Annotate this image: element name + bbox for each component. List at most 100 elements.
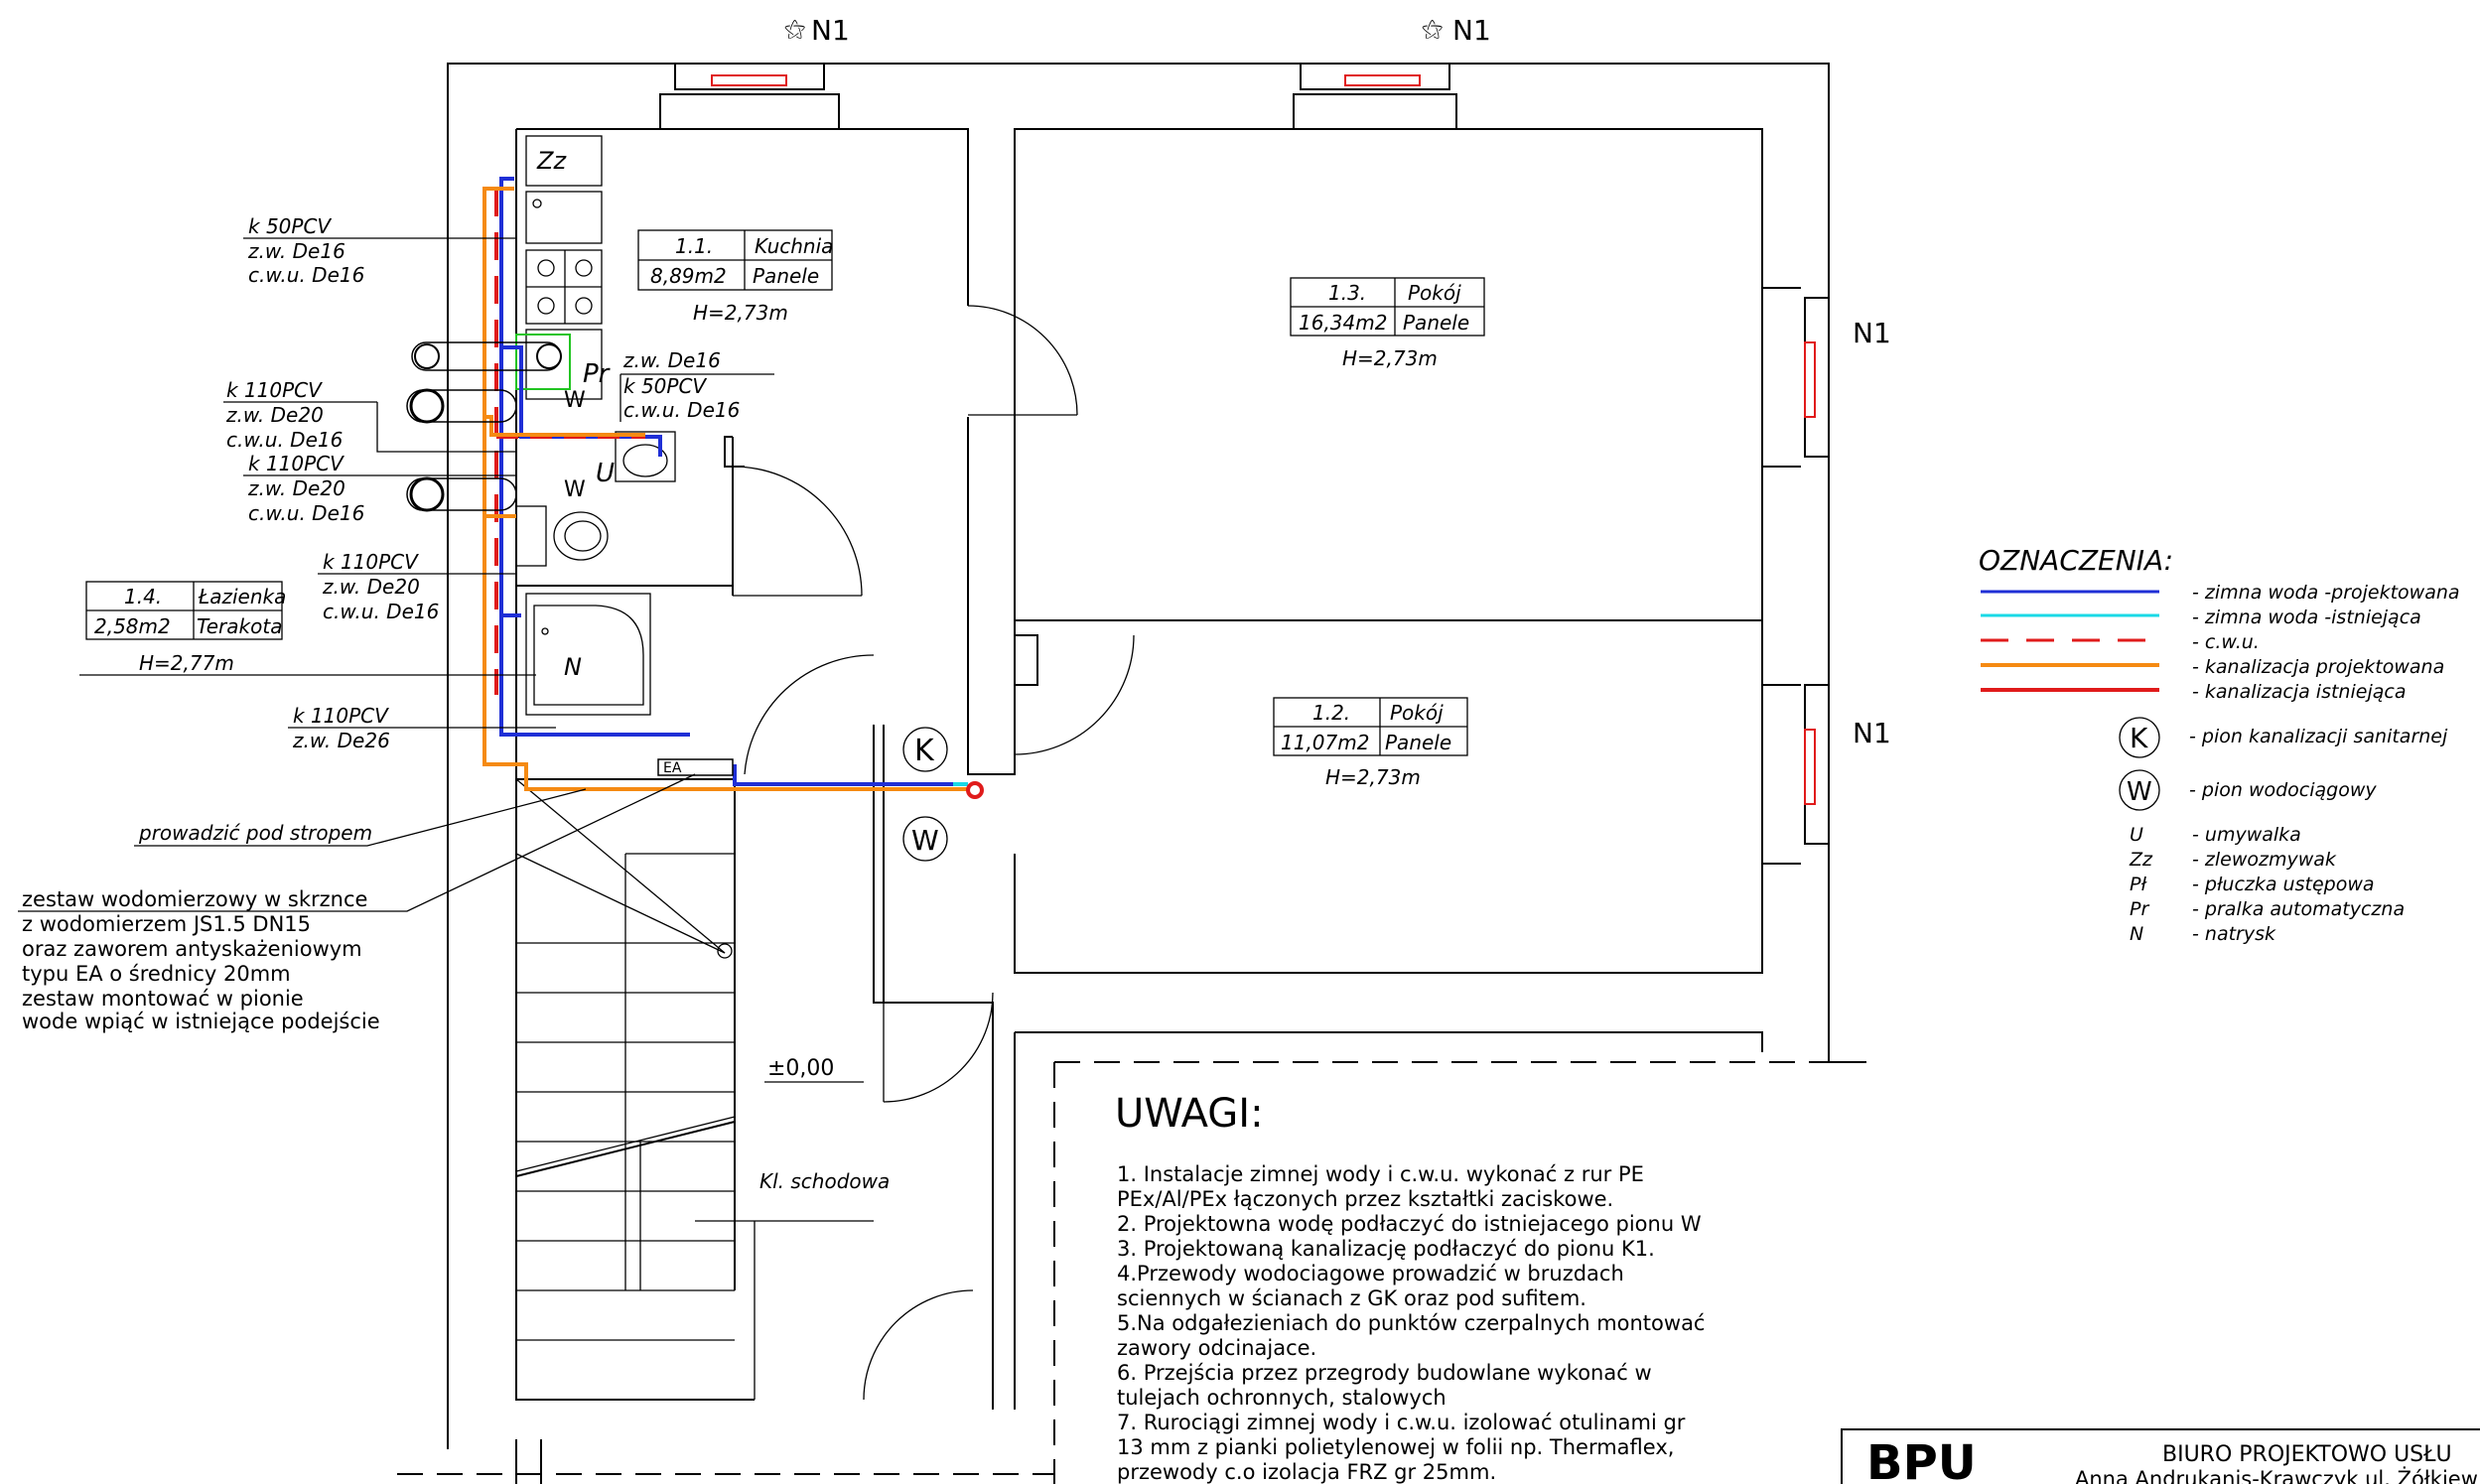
svg-text:- zimna woda -istniejąca: - zimna woda -istniejąca bbox=[2192, 607, 2421, 628]
svg-text:1.4.: 1.4. bbox=[124, 585, 162, 608]
riser-k-symbol bbox=[902, 727, 948, 772]
svg-text:k 110PCV: k 110PCV bbox=[293, 704, 389, 728]
window-label: N1 bbox=[811, 14, 850, 47]
bpu-logo: BPU bbox=[1866, 1435, 1977, 1484]
level-mark: ±0,00 bbox=[767, 1056, 834, 1081]
svg-text:OZNACZENIA:: OZNACZENIA: bbox=[1979, 544, 2173, 577]
svg-text:z wodomierzem JS1.5 DN15: z wodomierzem JS1.5 DN15 bbox=[22, 912, 311, 936]
svg-text:2,58m2: 2,58m2 bbox=[94, 614, 171, 638]
svg-text:11,07m2: 11,07m2 bbox=[1281, 731, 1369, 754]
svg-text:7. Rurociągi zimnej wody i c.w: 7. Rurociągi zimnej wody i c.w.u. izolow… bbox=[1117, 1411, 1686, 1434]
room-label-kitchen: 1.1. Kuchnia 8,89m2 Panele H=2,73m bbox=[637, 229, 833, 325]
svg-text:- natrysk: - natrysk bbox=[2192, 923, 2276, 945]
svg-text:k 110PCV: k 110PCV bbox=[323, 550, 419, 574]
svg-text:z.w. De26: z.w. De26 bbox=[292, 729, 390, 752]
svg-text:k 50PCV: k 50PCV bbox=[248, 214, 332, 238]
svg-text:N: N bbox=[2130, 923, 2143, 945]
svg-text:typu EA o średnicy 20mm: typu EA o średnicy 20mm bbox=[22, 962, 291, 986]
svg-text:z.w. De16: z.w. De16 bbox=[622, 348, 721, 372]
svg-text:- kanalizacja projektowana: - kanalizacja projektowana bbox=[2192, 656, 2444, 678]
pipe-cold-water bbox=[733, 764, 953, 786]
legend: OZNACZENIA: - zimna woda -projektowana -… bbox=[1979, 544, 2460, 945]
svg-text:3. Projektowaną kanalizację po: 3. Projektowaną kanalizację podłaczyć do… bbox=[1117, 1237, 1655, 1261]
svg-text:5.Na odgałezieniach do punktów: 5.Na odgałezieniach do punktów czerpalny… bbox=[1117, 1311, 1705, 1335]
svg-text:z.w. De20: z.w. De20 bbox=[247, 476, 345, 500]
pipe-sewer bbox=[482, 187, 968, 791]
window-label: N1 bbox=[1452, 14, 1491, 47]
pipe-annotation: k 50PCV z.w. De16 c.w.u. De16 bbox=[243, 214, 516, 287]
svg-text:Pr: Pr bbox=[2130, 898, 2149, 920]
vent-icon: ⚝ bbox=[1422, 17, 1443, 42]
pipes bbox=[406, 177, 984, 799]
svg-text:k 110PCV: k 110PCV bbox=[226, 378, 323, 402]
room-label-bathroom: 1.4. Łazienka 2,58m2 Terakota H=2,77m bbox=[79, 581, 536, 676]
svg-text:Panele: Panele bbox=[753, 264, 819, 288]
svg-text:PEx/Al/PEx łączonych przez ksz: PEx/Al/PEx łączonych przez kształtki zac… bbox=[1117, 1187, 1613, 1211]
svg-text:Anna Andrukanis-Krawczyk ul.: Anna Andrukanis-Krawczyk ul. Żółkiew bbox=[2075, 1466, 2478, 1484]
riser-k1-marker bbox=[966, 781, 984, 799]
svg-text:Pokój: Pokój bbox=[1390, 701, 1444, 725]
svg-text:Pokój: Pokój bbox=[1408, 281, 1461, 305]
kitchen-fixtures bbox=[515, 135, 676, 716]
svg-text:13 mm z pianki polietylenowej: 13 mm z pianki polietylenowej w folii np… bbox=[1117, 1435, 1674, 1459]
svg-text:c.w.u. De16: c.w.u. De16 bbox=[623, 398, 740, 422]
vent-icon: ⚝ bbox=[784, 17, 805, 42]
svg-text:H=2,73m: H=2,73m bbox=[693, 301, 788, 325]
window-label: N1 bbox=[1853, 717, 1891, 749]
svg-text:z.w. De20: z.w. De20 bbox=[322, 575, 420, 599]
svg-text:c.w.u. De16: c.w.u. De16 bbox=[248, 263, 364, 287]
svg-text:K: K bbox=[2130, 722, 2148, 754]
valve-label: W bbox=[564, 388, 586, 413]
svg-text:H=2,73m: H=2,73m bbox=[1342, 346, 1438, 370]
svg-text:oraz zaworem antyskażeniowym: oraz zaworem antyskażeniowym bbox=[22, 937, 362, 961]
sink-label: Zz bbox=[536, 147, 567, 175]
svg-text:W: W bbox=[911, 824, 939, 857]
svg-text:Terakota: Terakota bbox=[197, 614, 282, 638]
washbasin-label: U bbox=[596, 459, 615, 488]
pipe-sewer bbox=[484, 415, 645, 437]
room-label-room-1-2: 1.2. Pokój 11,07m2 Panele H=2,73m bbox=[1273, 697, 1468, 789]
svg-text:H=2,77m: H=2,77m bbox=[139, 651, 234, 675]
svg-text:- zlewozmywak: - zlewozmywak bbox=[2192, 849, 2337, 871]
pipe-annotation: k 110PCV z.w. De20 c.w.u. De16 bbox=[318, 550, 516, 623]
notes: UWAGI: 1. Instalacje zimnej wody i c.w.u… bbox=[1115, 1091, 1705, 1484]
svg-text:- pion wodociągowy: - pion wodociągowy bbox=[2189, 779, 2377, 801]
svg-text:zawory odcinajace.: zawory odcinajace. bbox=[1117, 1336, 1316, 1360]
svg-text:W: W bbox=[2127, 777, 2152, 807]
water-meter-note: zestaw wodomierzowy w skrzncе z wodomier… bbox=[18, 773, 696, 1033]
svg-text:sciennych w ścianach z GK oraz: sciennych w ścianach z GK oraz pod sufit… bbox=[1117, 1286, 1586, 1310]
svg-text:K: K bbox=[914, 734, 935, 768]
svg-text:UWAGI:: UWAGI: bbox=[1115, 1091, 1264, 1137]
svg-text:- kanalizacja istniejąca: - kanalizacja istniejąca bbox=[2192, 681, 2406, 703]
pipe-cold-water bbox=[499, 177, 690, 737]
water-meter-box bbox=[657, 758, 734, 776]
washing-machine-label: Pr bbox=[583, 359, 612, 389]
walls bbox=[397, 63, 1866, 1484]
svg-text:k 50PCV: k 50PCV bbox=[623, 374, 707, 398]
window-label: N1 bbox=[1853, 317, 1891, 349]
svg-text:zestaw wodomierzowy w skrzncе: zestaw wodomierzowy w skrzncе bbox=[22, 887, 367, 911]
svg-text:16,34m2: 16,34m2 bbox=[1299, 311, 1387, 335]
windows bbox=[711, 74, 1816, 805]
title-block: BPU BIURO PROJEKTOWO USŁU Anna Andrukani… bbox=[1841, 1428, 2480, 1484]
svg-text:Panele: Panele bbox=[1385, 731, 1451, 754]
svg-text:BIURO PROJEKTOWO USŁU: BIURO PROJEKTOWO USŁU bbox=[2162, 1442, 2452, 1467]
svg-text:- pion kanalizacji sanitarnej: - pion kanalizacji sanitarnej bbox=[2189, 726, 2448, 747]
svg-text:H=2,73m: H=2,73m bbox=[1325, 765, 1421, 789]
svg-text:- zimna woda -projektowana: - zimna woda -projektowana bbox=[2192, 582, 2460, 604]
svg-text:Łazienka: Łazienka bbox=[198, 585, 286, 608]
svg-text:Zz: Zz bbox=[2129, 849, 2153, 871]
svg-text:6. Przejścia przez przegrody b: 6. Przejścia przez przegrody budowlane w… bbox=[1117, 1361, 1652, 1385]
svg-text:- pralka automatyczna: - pralka automatyczna bbox=[2192, 898, 2405, 920]
svg-text:- c.w.u.: - c.w.u. bbox=[2192, 631, 2260, 653]
shower-label: N bbox=[564, 653, 582, 681]
meter-label: EA bbox=[663, 760, 682, 776]
svg-text:Pł: Pł bbox=[2130, 874, 2147, 895]
svg-text:przewody c.o izolacja FRZ gr 2: przewody c.o izolacja FRZ gr 25mm. bbox=[1117, 1460, 1496, 1484]
svg-text:Kuchnia: Kuchnia bbox=[755, 234, 833, 258]
svg-text:U: U bbox=[2130, 824, 2143, 846]
svg-text:c.w.u. De16: c.w.u. De16 bbox=[323, 600, 439, 623]
svg-text:z.w. De20: z.w. De20 bbox=[225, 403, 324, 427]
svg-text:c.w.u. De16: c.w.u. De16 bbox=[248, 501, 364, 525]
